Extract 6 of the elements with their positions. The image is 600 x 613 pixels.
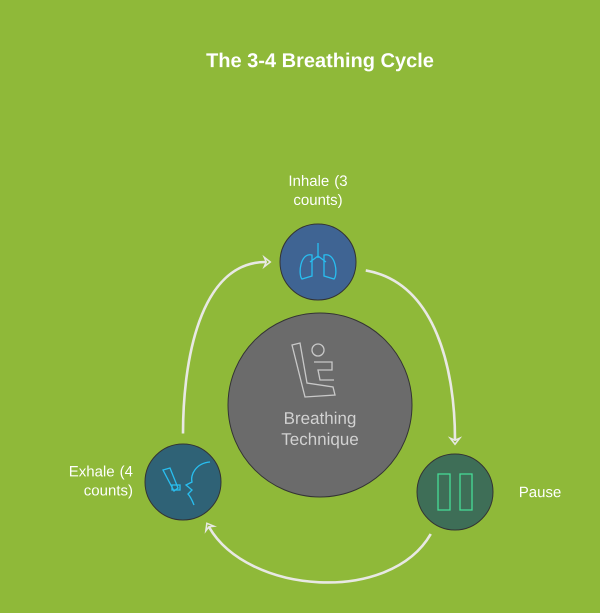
node-label: Pause <box>520 486 561 498</box>
node-label: Exhale (4 counts) <box>70 466 133 498</box>
arrow <box>182 254 272 434</box>
node-label: Inhale (3 counts) <box>290 174 347 208</box>
title: The 3-4 Breathing Cycle <box>206 52 434 72</box>
arrow <box>365 269 462 446</box>
